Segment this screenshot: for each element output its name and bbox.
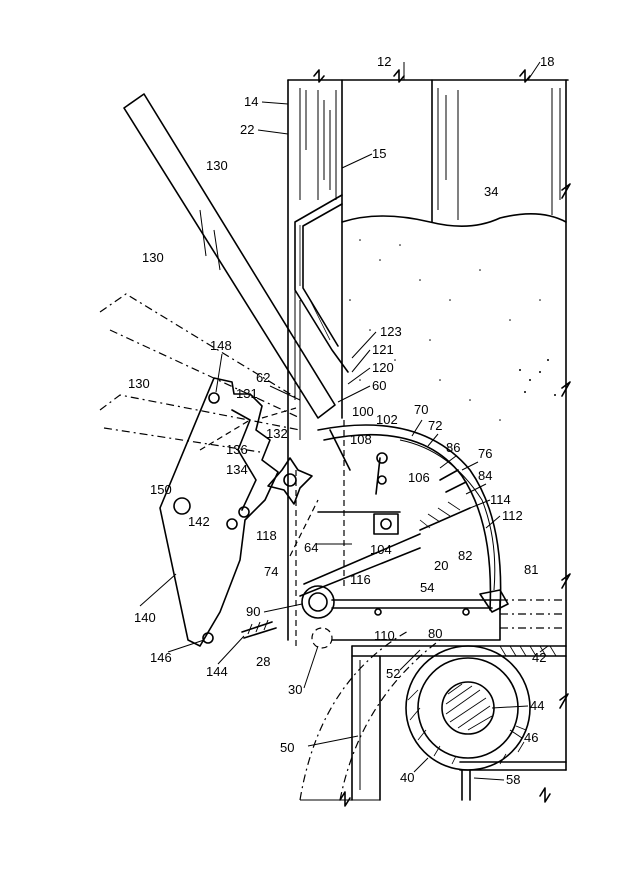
label-118: 118 xyxy=(256,528,277,543)
label-130-middle: 130 xyxy=(142,250,164,265)
label-58: 58 xyxy=(506,772,520,787)
label-130-lower: 130 xyxy=(128,376,150,391)
label-42: 42 xyxy=(532,650,546,665)
label-134: 134 xyxy=(226,462,248,477)
label-15: 15 xyxy=(372,146,386,161)
label-64: 64 xyxy=(304,540,318,555)
label-52: 52 xyxy=(386,666,400,681)
label-112: 112 xyxy=(502,508,523,523)
label-120: 120 xyxy=(372,360,394,375)
label-74: 74 xyxy=(264,564,278,579)
label-148: 148 xyxy=(210,338,232,353)
label-76: 76 xyxy=(478,446,492,461)
label-22: 22 xyxy=(240,122,254,137)
label-108: 108 xyxy=(350,432,372,447)
label-70: 70 xyxy=(414,402,428,417)
label-144: 144 xyxy=(206,664,228,679)
label-150: 150 xyxy=(150,482,172,497)
label-30: 30 xyxy=(288,682,302,697)
label-140: 140 xyxy=(134,610,156,625)
label-20: 20 xyxy=(434,558,448,573)
label-136: 136 xyxy=(226,442,248,457)
label-18: 18 xyxy=(540,54,554,69)
discharge-tray xyxy=(332,590,566,640)
label-84: 84 xyxy=(478,468,492,483)
label-121: 121 xyxy=(372,342,394,357)
label-44: 44 xyxy=(530,698,544,713)
label-90: 90 xyxy=(246,604,260,619)
label-81: 81 xyxy=(524,562,538,577)
label-130-upper: 130 xyxy=(206,158,228,173)
label-28: 28 xyxy=(256,654,270,669)
sloped-chute xyxy=(295,195,348,372)
label-80: 80 xyxy=(428,626,442,641)
label-110: 110 xyxy=(374,628,395,643)
label-123: 123 xyxy=(380,324,402,339)
gate-housing xyxy=(318,425,501,610)
label-40: 40 xyxy=(400,770,414,785)
label-86: 86 xyxy=(446,440,460,455)
label-114: 114 xyxy=(490,492,511,507)
label-72: 72 xyxy=(428,418,442,433)
label-50: 50 xyxy=(280,740,294,755)
label-131: 131 xyxy=(236,386,258,401)
guide-lines xyxy=(296,420,344,650)
label-142: 142 xyxy=(188,514,210,529)
label-54: 54 xyxy=(420,580,434,595)
drum-roller xyxy=(406,646,530,770)
label-116: 116 xyxy=(350,572,371,587)
side-plate xyxy=(160,378,296,646)
label-12: 12 xyxy=(377,54,391,69)
label-100: 100 xyxy=(352,404,374,419)
label-46: 46 xyxy=(524,730,538,745)
label-60: 60 xyxy=(372,378,386,393)
label-62: 62 xyxy=(256,370,270,385)
label-132: 132 xyxy=(266,426,288,441)
label-104: 104 xyxy=(370,542,392,557)
label-82: 82 xyxy=(458,548,472,563)
label-34: 34 xyxy=(484,184,498,199)
label-106: 106 xyxy=(408,470,430,485)
label-102: 102 xyxy=(376,412,398,427)
label-14: 14 xyxy=(244,94,258,109)
